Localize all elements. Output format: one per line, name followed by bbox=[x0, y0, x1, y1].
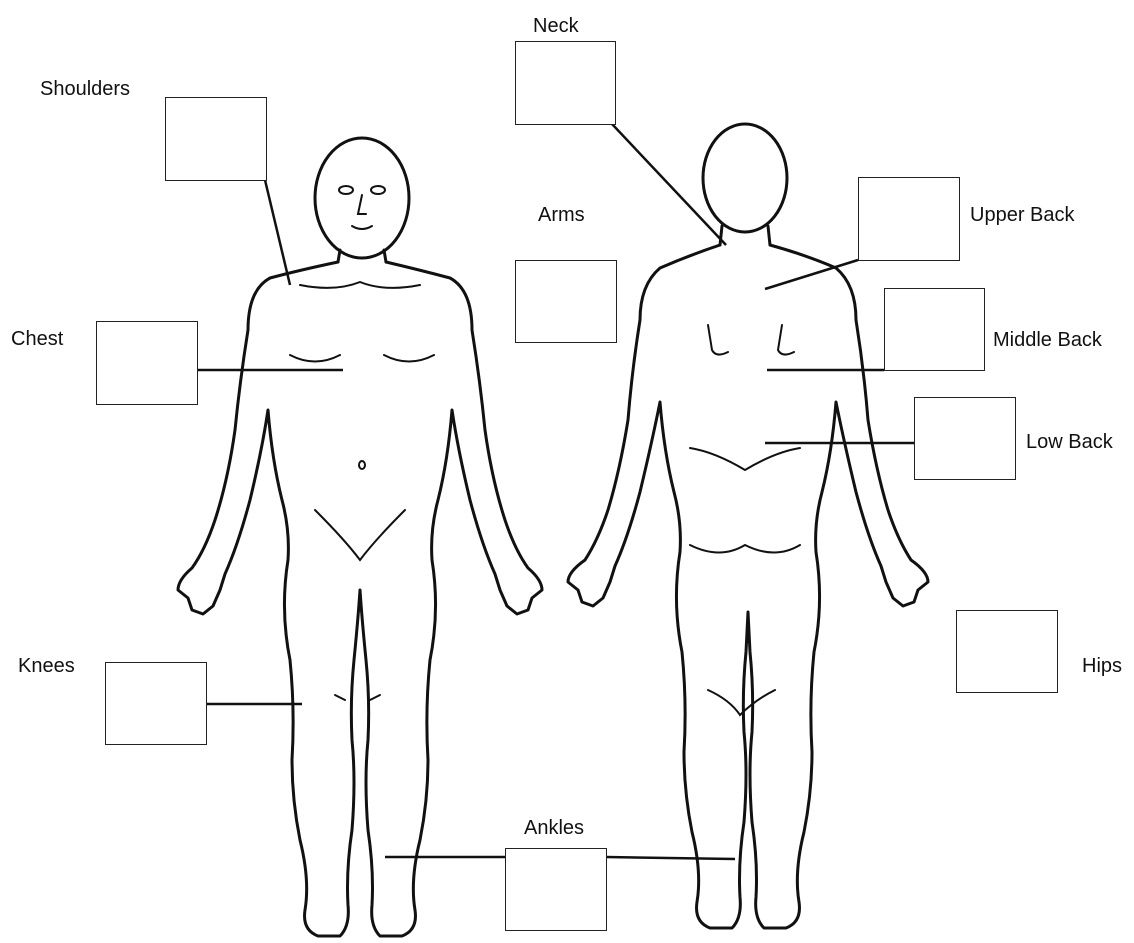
knees-box[interactable] bbox=[105, 662, 207, 745]
leader-lines bbox=[197, 124, 914, 859]
ankles-leader-back bbox=[606, 857, 735, 859]
hips-box[interactable] bbox=[956, 610, 1058, 693]
middle-back-label: Middle Back bbox=[993, 328, 1102, 352]
back-body-outline bbox=[568, 245, 928, 928]
hips-label: Hips bbox=[1082, 654, 1122, 678]
arms-label: Arms bbox=[538, 203, 585, 227]
front-pelvis bbox=[315, 510, 405, 560]
ankles-box[interactable] bbox=[505, 848, 607, 931]
chest-label: Chest bbox=[11, 327, 63, 351]
low-back-label: Low Back bbox=[1026, 430, 1113, 454]
back-head bbox=[703, 124, 787, 232]
knees-label: Knees bbox=[18, 654, 75, 678]
front-pecs bbox=[290, 355, 434, 362]
neck-label: Neck bbox=[533, 14, 579, 38]
front-mouth bbox=[352, 226, 372, 229]
front-navel bbox=[359, 461, 365, 469]
front-eye-right bbox=[371, 186, 385, 194]
middle-back-box[interactable] bbox=[884, 288, 985, 371]
back-knee-marks bbox=[708, 690, 775, 715]
front-body-figure bbox=[178, 138, 542, 936]
shoulders-box[interactable] bbox=[165, 97, 267, 181]
arms-box[interactable] bbox=[515, 260, 617, 343]
front-nose bbox=[358, 195, 366, 214]
shoulders-leader bbox=[265, 180, 290, 285]
low-back-box[interactable] bbox=[914, 397, 1016, 480]
shoulders-label: Shoulders bbox=[40, 77, 130, 101]
back-shoulder-blades bbox=[708, 325, 794, 355]
neck-box[interactable] bbox=[515, 41, 616, 125]
front-knee-marks bbox=[335, 695, 380, 700]
back-lower-back bbox=[690, 448, 800, 470]
neck-leader bbox=[612, 124, 726, 245]
front-neck bbox=[338, 250, 386, 262]
front-collarbone bbox=[300, 282, 420, 288]
upper-back-box[interactable] bbox=[858, 177, 960, 261]
ankles-label: Ankles bbox=[524, 816, 584, 840]
chest-box[interactable] bbox=[96, 321, 198, 405]
front-body-outline bbox=[178, 262, 542, 936]
upper-back-label: Upper Back bbox=[970, 203, 1075, 227]
back-buttocks bbox=[690, 545, 800, 553]
front-eye-left bbox=[339, 186, 353, 194]
